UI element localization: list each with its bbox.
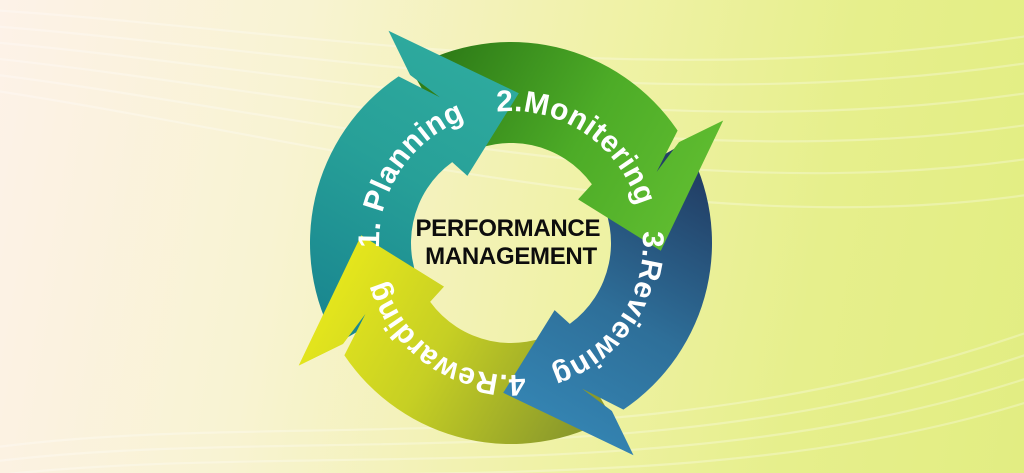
contour-line <box>7 378 1024 473</box>
contour-line <box>0 90 1024 209</box>
contour-line <box>403 401 1024 473</box>
title-line-2: MANAGEMENT <box>425 243 597 270</box>
background-contour-lines <box>0 9 1024 473</box>
diagram-title: PERFORMANCE MANAGEMENT <box>415 215 606 270</box>
title-line-1: PERFORMANCE <box>415 215 600 242</box>
contour-line <box>0 74 1024 175</box>
